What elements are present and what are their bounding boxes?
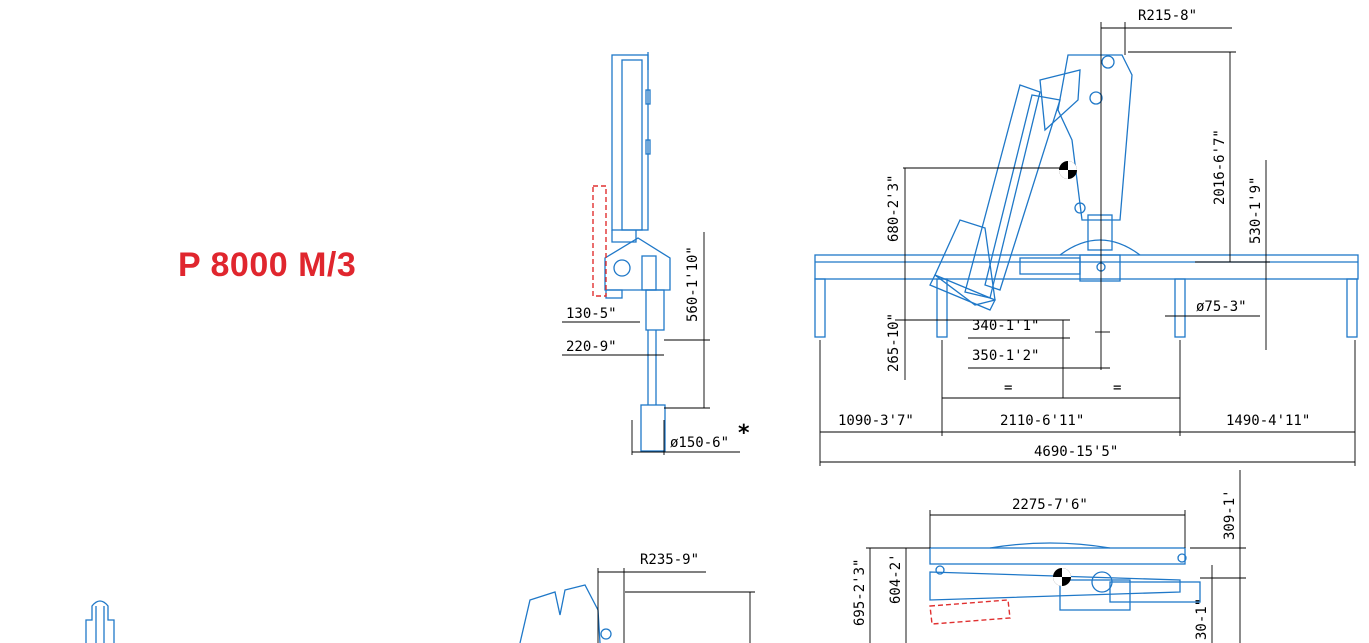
side-view: 130-5" 220-9" 560-1'10" ø150-6" * [562,52,750,455]
leg-left-inner [936,278,948,338]
leg-right-outer [1346,278,1358,338]
dim-bottom-clearance: 30-1" [1194,598,1210,640]
dim-stabilizer-diameter: ø150-6" [670,435,729,451]
dim-beam-height: 530-1'9" [1248,177,1264,244]
dim-offset-a: 340-1'1" [972,318,1039,334]
side-boom-inner [621,59,643,231]
dim-base-width: 220-9" [566,339,617,355]
dim-top-clearance: 309-1' [1222,489,1238,540]
dim-total-width: 4690-15'5" [1034,444,1118,460]
dim-small-slew-radius: R235-9" [640,552,699,568]
main-boom [964,84,1041,299]
folded-view: 2275-7'6" 309-1' 695-2'3" 604-2' 30-1" [852,470,1246,643]
mini-crane-view [85,600,115,643]
front-view: R215-8" 2016-6'7" 680-2'3" 530-1'9" 265-… [814,8,1359,466]
outrigger-beam [814,254,1359,280]
small-view: R235-9" [519,552,755,643]
mini-crane [85,600,115,643]
dim-left-span: 1090-3'7" [838,413,914,429]
dim-folded-inner-height: 604-2' [888,553,904,604]
dim-folded-height: 695-2'3" [852,559,868,626]
note-mark: * [738,421,750,446]
dim-column-height: 560-1'10" [685,246,701,322]
side-stabilizer-foot [640,404,666,452]
dim-offset-b: 350-1'2" [972,348,1039,364]
side-base [604,237,671,291]
folded-dashed-marker [929,599,1011,625]
dim-base-height: 265-10" [886,313,902,372]
side-dashed-marker [592,185,607,297]
column [1087,214,1113,251]
folded-upper-beam [929,547,1186,565]
dim-leg-diameter: ø75-3" [1196,299,1247,315]
folded-boom [929,571,1181,601]
dim-right-span: 1490-4'11" [1226,413,1310,429]
dim-equal-left: = [1004,380,1012,396]
dim-base-offset: 130-5" [566,306,617,322]
dim-folded-length: 2275-7'6" [1012,497,1088,513]
model-title: P 8000 M/3 [178,246,357,284]
leg-right-inner [1174,278,1186,338]
dim-slew-radius: R215-8" [1138,8,1197,24]
dim-equal-right: = [1113,380,1121,396]
small-crane [519,584,601,643]
dim-center-span: 2110-6'11" [1000,413,1084,429]
leg-left-outer [814,278,826,338]
king-post [1057,54,1133,221]
dim-cog-height: 680-2'3" [886,175,902,242]
dim-max-height: 2016-6'7" [1212,129,1228,205]
